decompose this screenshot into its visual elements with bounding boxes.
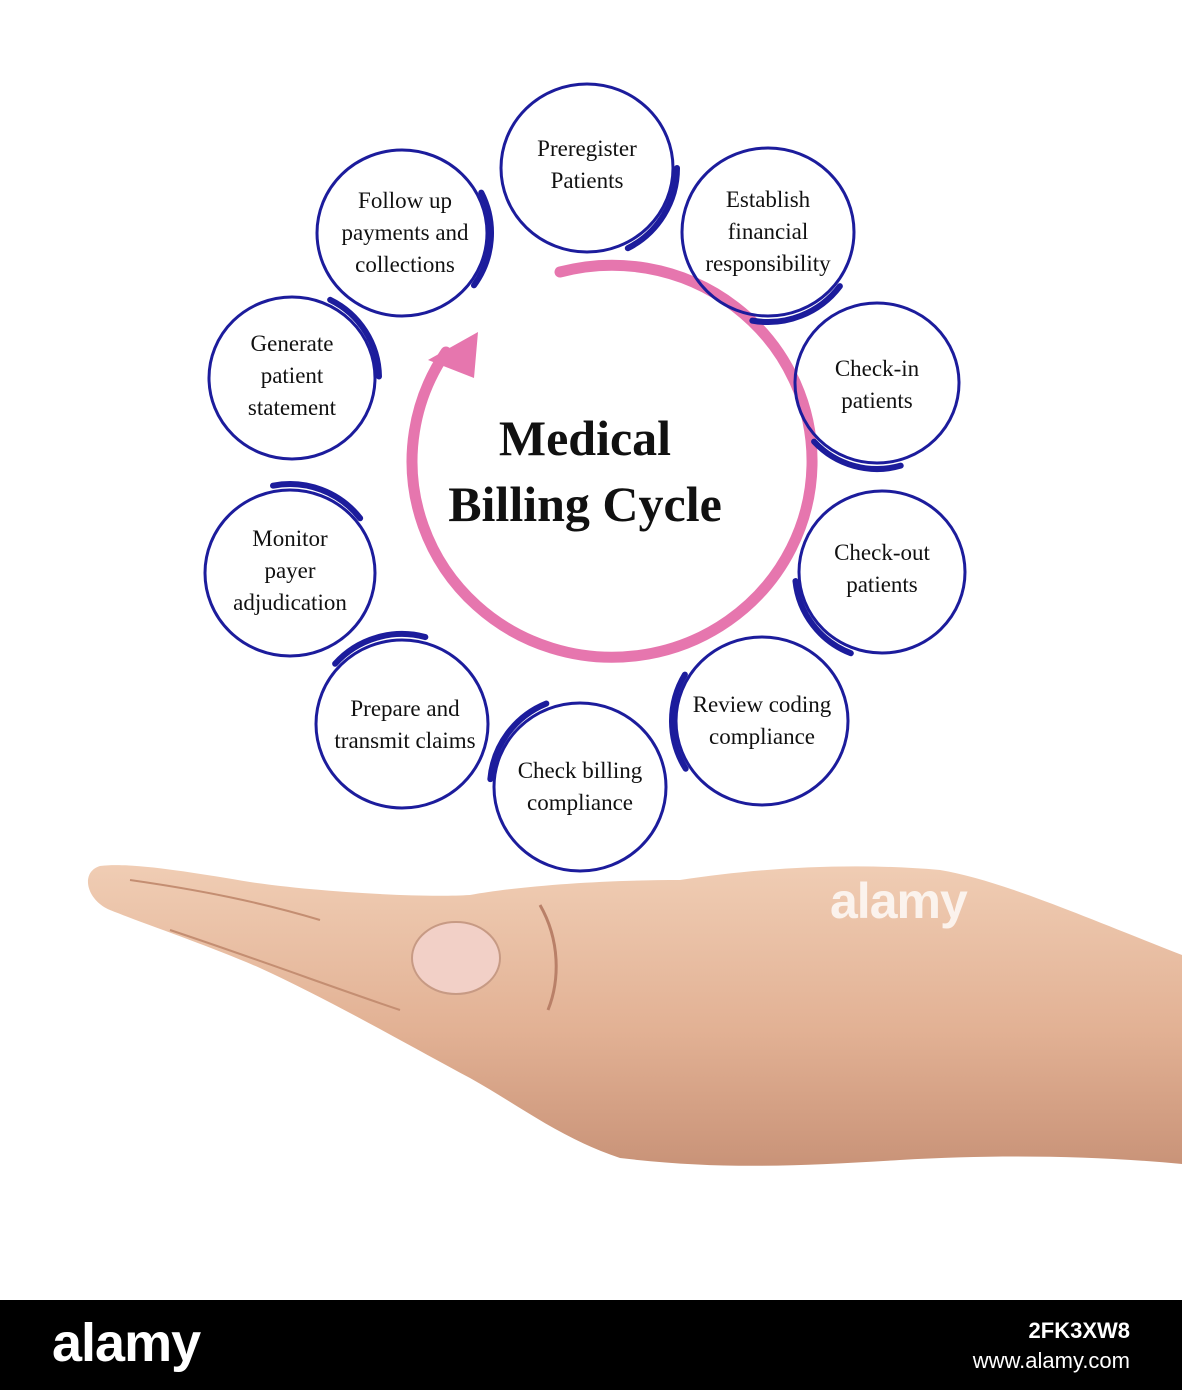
footer-info: 2FK3XW8 www.alamy.com: [973, 1318, 1130, 1374]
step-label-monitor-payer: Monitor payer adjudication: [230, 523, 350, 619]
step-label-follow-up: Follow up payments and collections: [330, 185, 480, 281]
center-title-line-1: Medical: [420, 405, 750, 471]
step-label-check-out: Check-out patients: [817, 537, 947, 601]
step-label-check-in: Check-in patients: [817, 353, 937, 417]
step-label-review-coding: Review coding compliance: [692, 689, 832, 753]
center-title: Medical Billing Cycle: [420, 405, 750, 537]
thumbnail-nail: [412, 922, 500, 994]
step-label-establish: Establish financial responsibility: [698, 184, 838, 280]
footer-logo: alamy: [52, 1312, 200, 1374]
step-label-prepare-claims: Prepare and transmit claims: [330, 693, 480, 757]
open-hand-image: [88, 865, 1182, 1166]
site-url: www.alamy.com: [973, 1348, 1130, 1374]
step-label-preregister: Preregister Patients: [522, 133, 652, 197]
diagram-scene: Medical Billing Cycle Preregister Patien…: [0, 0, 1182, 1300]
center-title-line-2: Billing Cycle: [420, 471, 750, 537]
step-label-check-billing: Check billing compliance: [510, 755, 650, 819]
image-id: 2FK3XW8: [973, 1318, 1130, 1344]
footer-bar: alamy 2FK3XW8 www.alamy.com: [0, 1300, 1182, 1390]
watermark-text: alamy: [830, 872, 967, 930]
step-label-generate-statement: Generate patient statement: [227, 328, 357, 424]
